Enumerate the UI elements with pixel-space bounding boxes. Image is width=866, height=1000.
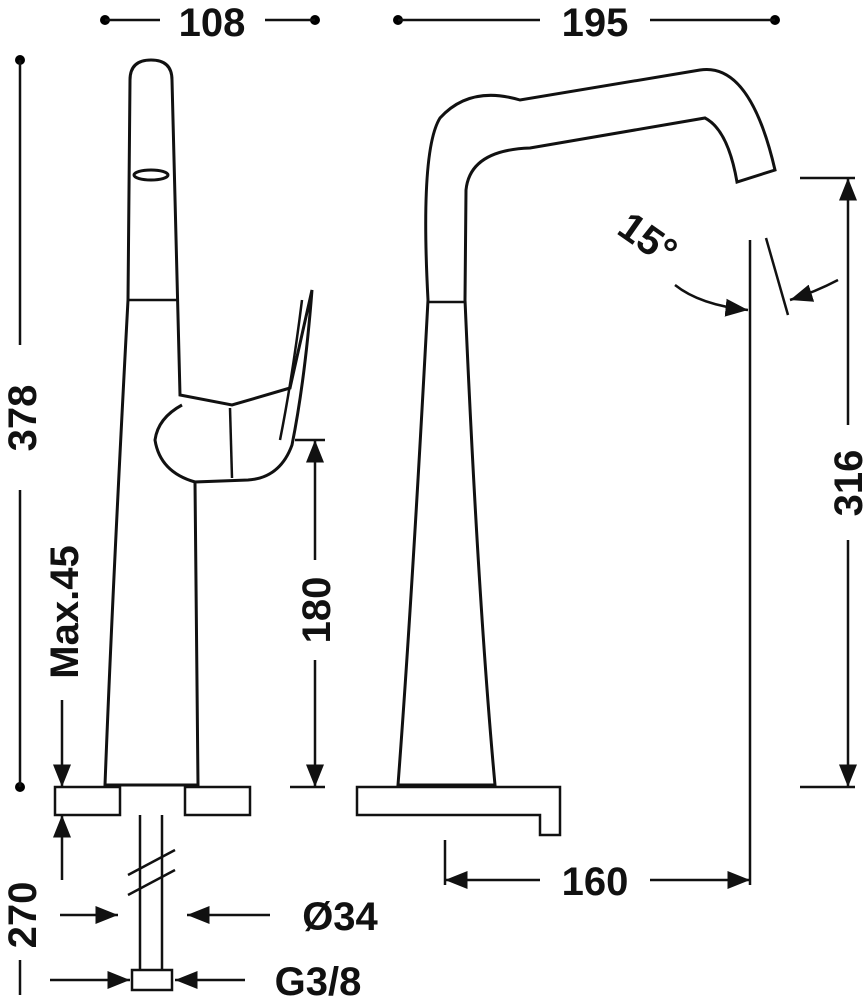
dim-connection: G3/8 [275,960,362,1000]
dimension-lines [15,15,857,995]
countertop [53,785,562,992]
dim-378: 378 [1,385,45,452]
dim-160: 160 [562,860,629,904]
dim-max45: Max.45 [43,545,87,678]
dim-270: 270 [1,882,45,949]
dim-diameter: Ø34 [302,895,378,939]
faucet-side-view [103,58,314,787]
dim-180: 180 [295,577,339,644]
dim-316: 316 [827,450,866,517]
faucet-front-view [396,67,790,787]
dim-108: 108 [179,1,246,45]
dim-195: 195 [562,1,629,45]
dim-angle: 15° [610,204,685,275]
